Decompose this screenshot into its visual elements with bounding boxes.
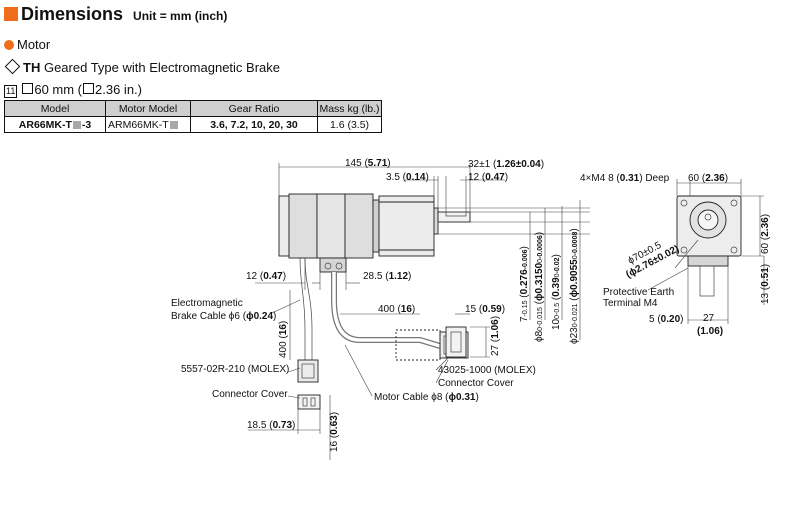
- motor-side-view: [278, 193, 471, 410]
- pe-label-2: Terminal M4: [603, 298, 658, 309]
- connector-cover-label: Connector Cover: [212, 389, 288, 400]
- motor-connector-cover-label: Connector Cover: [438, 378, 514, 389]
- frame-line: 11 60 mm ( 2.36 in.): [4, 82, 142, 98]
- table-header: Model: [4, 100, 106, 117]
- dim-flange-height: 60 (2.36): [760, 214, 771, 254]
- front-view: [647, 179, 765, 324]
- category-label: Motor: [17, 37, 51, 52]
- table-row: AR66MK-T -3 ARM66MK-T 3.6, 7.2, 10, 20, 3…: [4, 116, 382, 133]
- motor-model-text: ARM66MK-T: [108, 118, 169, 131]
- table-header-row: Model Motor Model Gear Ratio Mass kg (lb…: [4, 100, 382, 117]
- spec-table: Model Motor Model Gear Ratio Mass kg (lb…: [4, 100, 382, 133]
- motor-cable-label: Motor Cable ϕ8 (ϕ0.31): [374, 392, 479, 403]
- table-header: Gear Ratio: [190, 100, 318, 117]
- orange-square-icon: [4, 7, 18, 21]
- motor-connector-label: 43025-1000 (MOLEX): [438, 365, 536, 376]
- dim-cable-pos: 12 (0.47): [246, 271, 286, 282]
- dim-motor-cable-len: 400 (16): [378, 304, 415, 315]
- square-icon: [83, 83, 95, 94]
- subtitle-text: Geared Type with Electromagnetic Brake: [40, 60, 280, 75]
- frame-badge: 11: [4, 85, 18, 98]
- subtitle-line: TH Geared Type with Electromagnetic Brak…: [4, 58, 280, 75]
- square-icon: [22, 83, 34, 94]
- dim-shaft-flat: 7-0.15 (0.276-0.006): [519, 246, 530, 322]
- unit-note: Unit = mm (inch): [133, 9, 228, 23]
- dim-shaft-length: 32±1 (1.26±0.04): [468, 159, 544, 170]
- gear-ratio-cell: 3.6, 7.2, 10, 20, 30: [190, 116, 318, 133]
- mass-cell: 1.6 (3.5): [317, 116, 382, 133]
- brake-connector-label: 5557-02R-210 (MOLEX): [181, 364, 289, 375]
- model-prefix: AR66MK-T: [18, 118, 72, 131]
- dim-brake-cable-len: 400 (16): [278, 321, 289, 358]
- dim-shaft-diameter: ϕ80-0.015 (ϕ0.31500-0.0006): [534, 232, 545, 342]
- frame-size: 60 mm (: [34, 82, 83, 97]
- dim-pilot-diameter: ϕ230-0.021 (ϕ0.90550-0.0008): [569, 228, 580, 344]
- brake-cable-label-2: Brake Cable ϕ6 (ϕ0.24): [171, 311, 276, 322]
- model-suffix: -3: [81, 118, 92, 131]
- dim-flange-width: 60 (2.36): [688, 173, 728, 184]
- dim-connector-height: 27 (1.06): [490, 316, 501, 356]
- dimension-lines: [248, 163, 590, 460]
- dim-cover-width: 18.5 (0.73): [247, 420, 295, 431]
- dim-pe-width-inch: (1.06): [697, 326, 723, 337]
- orange-dot-icon: [4, 40, 14, 50]
- mounting-holes-label: 4×M4 8 (0.31) Deep: [580, 173, 670, 184]
- dim-cable-pos2: 28.5 (1.12): [363, 271, 411, 282]
- category-line: Motor: [4, 37, 50, 52]
- dim-total-length: 145 (5.71): [345, 158, 391, 169]
- brake-cable-label-1: Electromagnetic: [171, 298, 243, 309]
- dim-pe-width: 27: [703, 313, 715, 324]
- dim-key-height: 100-0.5 (0.390-0.02): [551, 254, 562, 330]
- dim-pe-height: 13 (0.51): [760, 264, 771, 304]
- subtitle-bold: TH: [23, 60, 41, 75]
- model-square-icon: [169, 120, 178, 129]
- model-square-icon: [72, 120, 81, 129]
- frame-size-end: 2.36 in.): [95, 82, 142, 97]
- dim-pe-offset: 5 (0.20): [649, 314, 683, 325]
- dim-key-length: 12 (0.47): [468, 172, 508, 183]
- dim-connector-width: 15 (0.59): [465, 304, 505, 315]
- table-header: Motor Model: [105, 100, 191, 117]
- motor-model-cell: ARM66MK-T: [105, 116, 191, 133]
- pe-label-1: Protective Earth: [603, 287, 674, 298]
- section-header: Dimensions Unit = mm (inch): [4, 4, 227, 25]
- page-title: Dimensions: [21, 4, 124, 24]
- model-cell: AR66MK-T -3: [4, 116, 106, 133]
- table-header: Mass kg (lb.): [317, 100, 382, 117]
- dim-pilot-length: 3.5 (0.14): [386, 172, 429, 183]
- dim-cover-height: 16 (0.63): [329, 412, 340, 452]
